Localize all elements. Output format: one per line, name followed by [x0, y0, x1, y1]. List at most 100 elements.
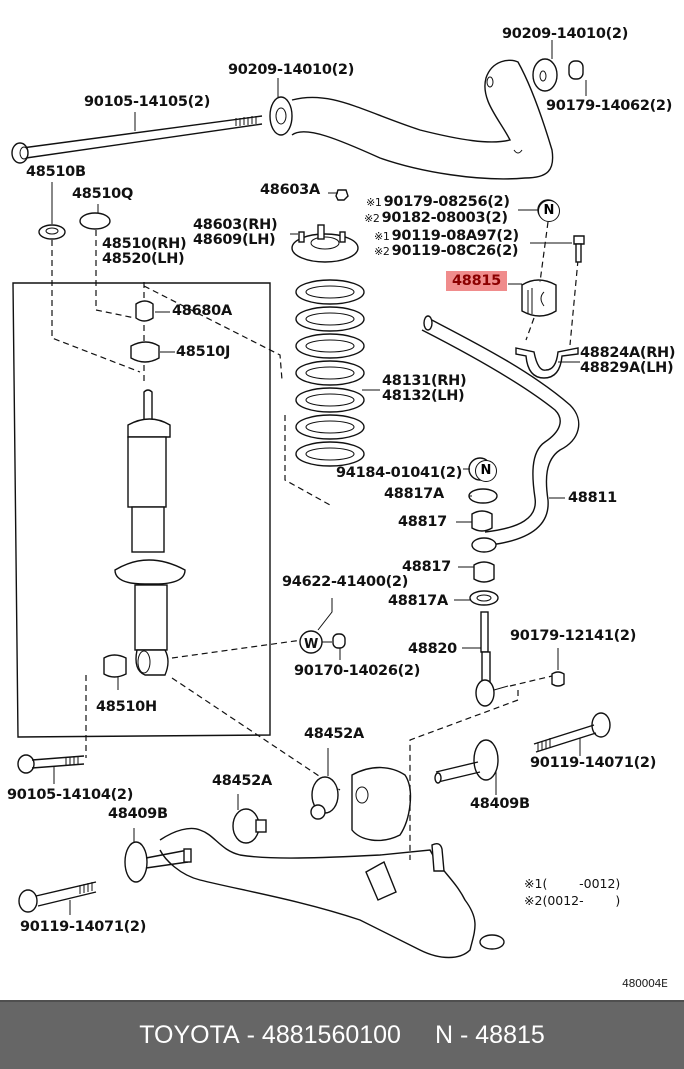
label-48132-lh: 48132(LH): [382, 388, 465, 404]
label-48452A-right[interactable]: 48452A: [304, 726, 364, 742]
variant-text: 90119-08A97(2): [391, 228, 519, 244]
footer-ref-number: 48815: [475, 1021, 545, 1049]
spring-coil-inner: [305, 420, 355, 434]
note-text: (0012- ): [542, 893, 621, 908]
arm-bolts-drawing: [18, 712, 611, 915]
spring-coil-inner: [305, 447, 355, 461]
spring-coil: [295, 441, 365, 467]
w-washer-drawing: W: [299, 598, 346, 660]
variant-text: 90179-08256(2): [383, 194, 510, 210]
label-90209-14010-left[interactable]: 90209-14010(2): [228, 62, 355, 78]
spring-coil-inner: [305, 312, 355, 326]
note-mark: ※2: [524, 893, 543, 908]
bushing-bracket-drawing: [508, 199, 585, 379]
n-symbol-lower: N: [475, 460, 497, 482]
label-48824A-rh: 48824A(RH): [580, 345, 676, 361]
label-90105-14105[interactable]: 90105-14105(2): [84, 94, 211, 110]
footer-separator: -: [246, 1021, 255, 1049]
label-94184-01041[interactable]: 94184-01041(2): [336, 465, 463, 481]
spring-coil: [295, 279, 365, 305]
label-48603A[interactable]: 48603A: [260, 182, 320, 198]
washer-right-drawing: [532, 40, 587, 96]
diagram-drawing: W: [11, 40, 611, 959]
note-text: ( -0012): [542, 876, 621, 891]
label-90170-14026[interactable]: 90170-14026(2): [294, 663, 421, 679]
spring-coil-inner: [305, 285, 355, 299]
stabilizer-bar-drawing: [421, 315, 580, 553]
coil-spring-drawing: [284, 189, 380, 506]
spring-coil: [295, 387, 365, 413]
label-48510B[interactable]: 48510B: [26, 164, 86, 180]
label-48510Q[interactable]: 48510Q: [72, 186, 133, 202]
washer-left-drawing: [269, 78, 293, 136]
shock-bolt-drawing: [17, 754, 85, 784]
lower-arm-drawing: [159, 748, 505, 959]
footer-ref-prefix: N: [434, 1021, 454, 1049]
camber-bolts-drawing: [124, 739, 499, 883]
spring-coil-inner: [305, 366, 355, 380]
variant-text: 90182-08003(2): [381, 210, 508, 226]
illustration-code: 480004E: [622, 977, 668, 990]
label-48603-rh: 48603(RH): [193, 217, 278, 233]
variant-mark: ※1: [374, 230, 390, 243]
upper-arm-drawing: [291, 59, 554, 180]
stabilizer-cushions-drawing: [454, 457, 499, 606]
footer-part-number: 4881560100: [261, 1021, 401, 1049]
long-bolt-drawing: [11, 112, 263, 164]
spring-coil: [295, 414, 365, 440]
note-1: ※1( -0012): [524, 876, 620, 892]
shock-absorber-drawing: [12, 282, 341, 791]
label-48820[interactable]: 48820: [408, 641, 457, 657]
label-48510-rh: 48510(RH): [102, 236, 187, 252]
footer-brand: TOYOTA: [139, 1021, 240, 1049]
label-90179-14062[interactable]: 90179-14062(2): [546, 98, 673, 114]
note-mark: ※1: [524, 876, 543, 891]
parts-diagram: W: [7, 26, 676, 990]
label-48817A-lower[interactable]: 48817A: [388, 593, 448, 609]
label-90119-14071-right[interactable]: 90119-14071(2): [530, 755, 657, 771]
label-48811[interactable]: 48811: [568, 490, 617, 506]
cushions-drawing: [38, 182, 283, 385]
label-48409B-right[interactable]: 48409B: [470, 796, 530, 812]
label-94622-41400[interactable]: 94622-41400(2): [282, 574, 409, 590]
variant-text: 90119-08C26(2): [391, 243, 519, 259]
label-90119-14071-left[interactable]: 90119-14071(2): [20, 919, 147, 935]
label-48409B-left[interactable]: 48409B: [108, 806, 168, 822]
w-symbol: W: [304, 637, 318, 652]
label-48452A-left[interactable]: 48452A: [212, 773, 272, 789]
label-48817A-upper[interactable]: 48817A: [384, 486, 444, 502]
label-48520-lh: 48520(LH): [102, 251, 185, 267]
label-48815-highlighted[interactable]: 48815: [446, 271, 507, 291]
footer-bar: TOYOTA - 4881560100 N - 48815: [0, 1000, 684, 1069]
label-48510J[interactable]: 48510J: [176, 344, 231, 360]
footer-separator-2: -: [459, 1021, 469, 1049]
label-48603-48609[interactable]: 48603(RH) 48609(LH): [193, 217, 278, 248]
label-48824A-48829A[interactable]: 48824A(RH) 48829A(LH): [580, 345, 676, 376]
variant-mark: ※2: [374, 245, 390, 258]
label-48510-48520[interactable]: 48510(RH) 48520(LH): [102, 236, 187, 267]
n-symbol-upper: N: [538, 200, 560, 222]
label-48131-48132[interactable]: 48131(RH) 48132(LH): [382, 373, 467, 404]
label-90105-14104[interactable]: 90105-14104(2): [7, 787, 134, 803]
label-48817-lower[interactable]: 48817: [402, 559, 451, 575]
label-48609-lh: 48609(LH): [193, 232, 276, 248]
variant-mark: ※2: [364, 212, 380, 225]
note-2: ※2(0012- ): [524, 893, 620, 909]
variant-mark: ※1: [366, 196, 382, 209]
label-48510H[interactable]: 48510H: [96, 699, 157, 715]
spring-coil: [295, 306, 365, 332]
label-90179-12141[interactable]: 90179-12141(2): [510, 628, 637, 644]
label-48817-upper[interactable]: 48817: [398, 514, 447, 530]
label-48131-rh: 48131(RH): [382, 373, 467, 389]
spring-coil-inner: [305, 393, 355, 407]
label-90209-14010-right[interactable]: 90209-14010(2): [502, 26, 629, 42]
spring-coil: [295, 360, 365, 386]
label-48680A[interactable]: 48680A: [172, 303, 232, 319]
spring-coil: [295, 333, 365, 359]
spring-coil-inner: [305, 339, 355, 353]
label-48829A-lh: 48829A(LH): [580, 360, 674, 376]
